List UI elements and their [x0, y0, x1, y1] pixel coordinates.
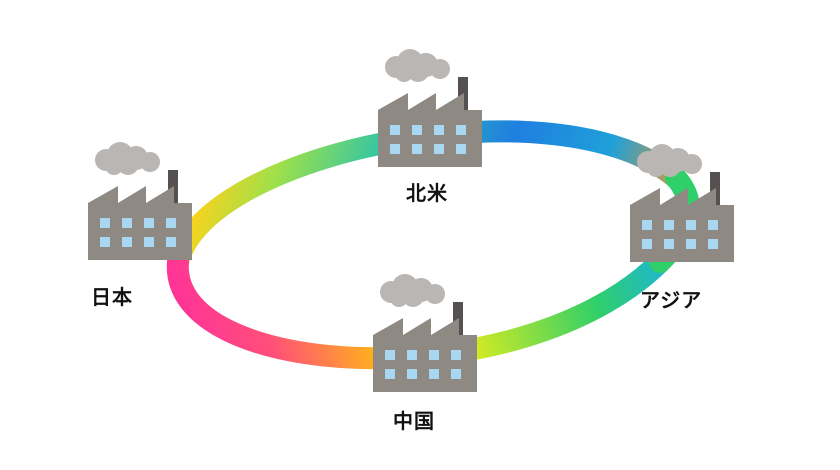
factory-window — [434, 125, 444, 135]
factory-window — [407, 350, 417, 360]
node-label-china: 中国 — [393, 409, 435, 433]
factory-window — [412, 125, 422, 135]
ring-bottom-arc — [166, 251, 671, 370]
smoke-puff — [647, 159, 665, 177]
smoke-puff — [659, 155, 681, 177]
factory-window — [429, 350, 439, 360]
factory-window — [686, 239, 696, 249]
smoke-puff — [425, 284, 445, 304]
smoke-puff — [430, 59, 450, 79]
factory-window — [390, 144, 400, 154]
factory-north-america-icon — [378, 49, 482, 167]
smoke-puff — [402, 285, 424, 307]
factory-window — [708, 239, 718, 249]
smoke-puff — [140, 152, 160, 172]
factory-japan-icon — [88, 142, 192, 260]
factory-window — [100, 237, 110, 247]
factory-window — [166, 218, 176, 228]
factory-window — [385, 369, 395, 379]
factory-window — [144, 237, 154, 247]
factory-window — [686, 220, 696, 230]
node-label-north-america: 北米 — [406, 181, 448, 205]
factory-window — [664, 239, 674, 249]
factory-window — [385, 350, 395, 360]
factory-window — [664, 220, 674, 230]
factory-window — [412, 144, 422, 154]
factory-window — [122, 237, 132, 247]
factory-window — [144, 218, 154, 228]
factory-china-icon — [373, 274, 477, 392]
factory-window — [708, 220, 718, 230]
factory-window — [434, 144, 444, 154]
factory-window — [451, 369, 461, 379]
node-label-japan: 日本 — [91, 285, 133, 309]
smoke-puff — [117, 153, 139, 175]
smoke-puff — [395, 64, 413, 82]
factory-window — [456, 125, 466, 135]
smoke-puff — [682, 154, 702, 174]
node-label-asia: アジア — [640, 288, 703, 312]
factory-window — [642, 239, 652, 249]
smoke-puff — [390, 289, 408, 307]
factory-window — [451, 350, 461, 360]
factory-window — [100, 218, 110, 228]
factory-window — [429, 369, 439, 379]
factory-window — [166, 237, 176, 247]
factory-window — [642, 220, 652, 230]
smoke-puff — [407, 60, 429, 82]
factory-window — [390, 125, 400, 135]
factory-window — [122, 218, 132, 228]
factory-window — [407, 369, 417, 379]
smoke-puff — [105, 157, 123, 175]
factory-asia-icon — [630, 144, 734, 262]
factory-window — [456, 144, 466, 154]
